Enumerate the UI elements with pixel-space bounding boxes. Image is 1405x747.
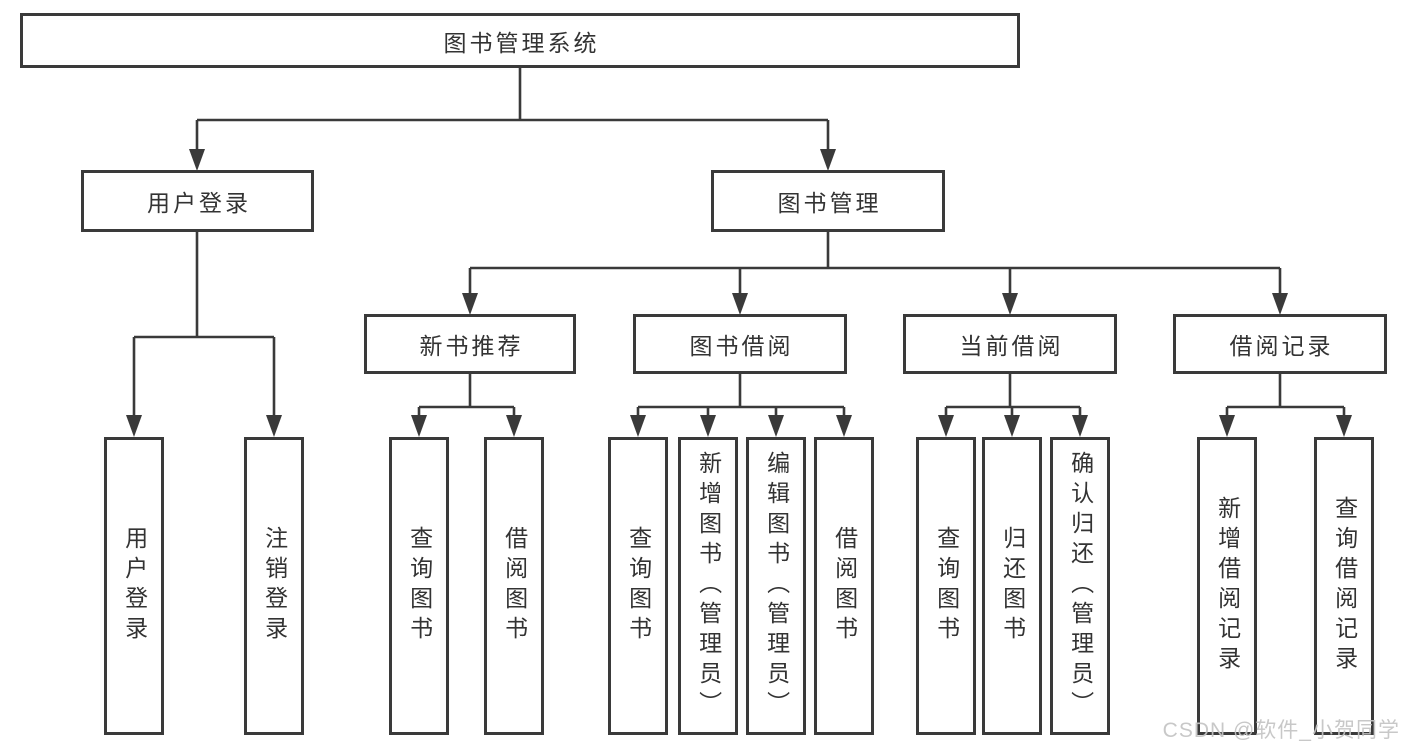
node-label: 新书推荐 [419,333,524,359]
connector-book-borrowing-branch [630,374,852,437]
node-label: 图书管理 [777,190,882,216]
leaf-borrow-books-recommend: 借阅图书 [484,437,544,735]
node-label: 用户登录 [147,190,251,216]
watermark: CSDN @软件_小贺同学 [1162,719,1400,742]
connector-user-login-branch [126,232,282,437]
node-label: 新增借阅记录 [1214,496,1241,676]
node-label: 查询图书 [933,526,960,646]
node-current-borrowing: 当前借阅 [903,314,1117,374]
connector-book-management-branch [462,232,1288,315]
node-label: 确认归还（管理员） [1067,451,1094,721]
leaf-user-login: 用户登录 [104,437,164,735]
leaf-return-books: 归还图书 [982,437,1042,735]
node-label: 注销登录 [261,526,288,646]
leaf-query-books-recommend: 查询图书 [389,437,449,735]
node-label: 借阅图书 [501,526,528,646]
leaf-query-books-borrowing: 查询图书 [608,437,668,735]
node-label: 查询图书 [625,526,652,646]
node-book-management-branch: 图书管理 [711,170,945,232]
node-label: 借阅图书 [831,526,858,646]
node-label: 图书借阅 [689,333,794,359]
node-new-book-recommendation: 新书推荐 [364,314,576,374]
node-book-borrowing: 图书借阅 [633,314,847,374]
leaf-confirm-return-admin: 确认归还（管理员） [1050,437,1110,735]
leaf-logout: 注销登录 [244,437,304,735]
node-label: 归还图书 [999,526,1026,646]
node-label: 新增图书（管理员） [695,451,722,721]
leaf-add-books-admin: 新增图书（管理员） [678,437,738,735]
node-label: 借阅记录 [1229,333,1334,359]
node-user-login-branch: 用户登录 [81,170,314,232]
leaf-edit-books-admin: 编辑图书（管理员） [746,437,806,735]
leaf-add-borrow-record: 新增借阅记录 [1197,437,1257,735]
leaf-query-borrow-record: 查询借阅记录 [1314,437,1374,735]
node-label: 用户登录 [121,526,148,646]
node-label: 查询借阅记录 [1331,496,1358,676]
node-label: 查询图书 [406,526,433,646]
node-label: 图书管理系统 [443,29,600,56]
node-library-management-system: 图书管理系统 [20,13,1020,68]
connector-new-book-recommendation-branch [411,374,522,437]
leaf-query-books-current: 查询图书 [916,437,976,735]
connector-borrowing-records-branch [1219,374,1352,437]
connector-current-borrowing-branch [938,374,1088,437]
node-label: 当前借阅 [959,333,1064,359]
node-borrowing-records: 借阅记录 [1173,314,1387,374]
leaf-borrow-books-borrowing: 借阅图书 [814,437,874,735]
node-label: 编辑图书（管理员） [763,451,790,721]
connector-root-to-level2 [189,67,836,171]
